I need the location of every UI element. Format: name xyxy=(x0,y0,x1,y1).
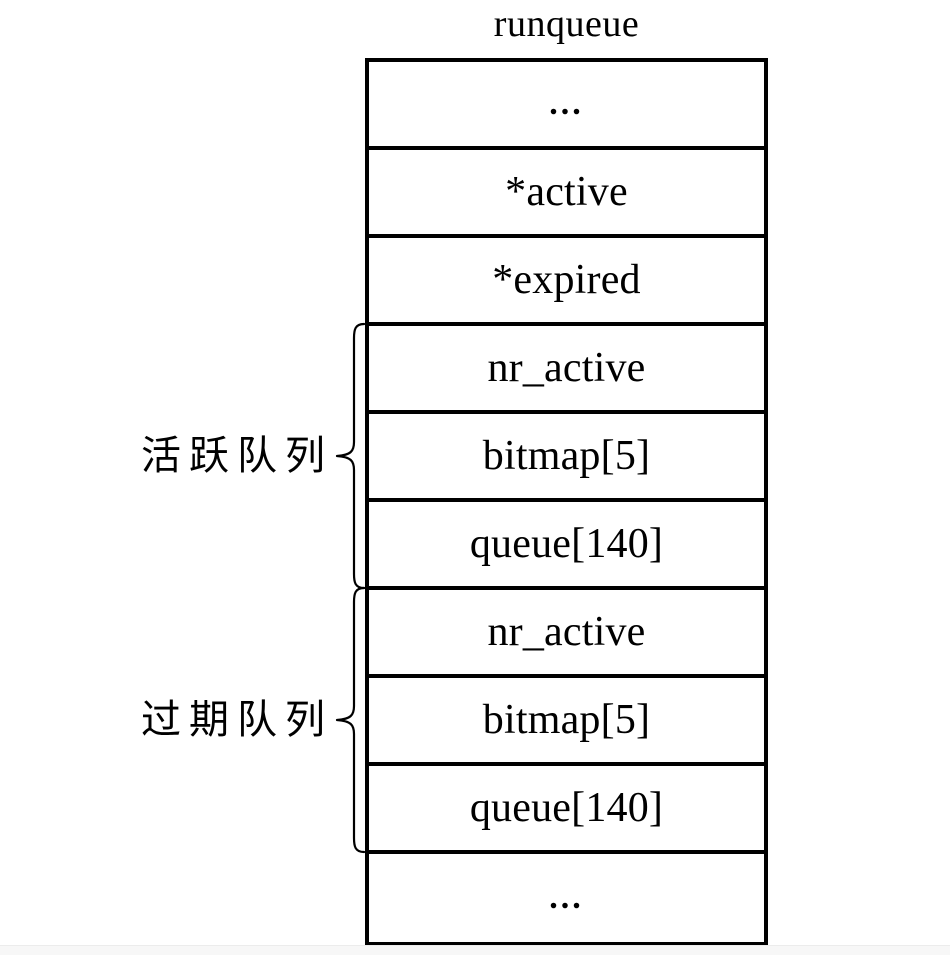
group-annotation-expired-queue: 过期队列 xyxy=(60,586,365,854)
field-label: nr_active xyxy=(487,609,646,655)
struct-row-expired-pointer: *expired xyxy=(369,238,764,326)
field-label: nr_active xyxy=(487,345,646,391)
field-label: queue[140] xyxy=(469,521,664,567)
struct-title: runqueue xyxy=(493,3,640,45)
struct-row-expired-queue: queue[140] xyxy=(369,766,764,854)
field-label: *active xyxy=(505,169,628,215)
struct-row-expired-bitmap: bitmap[5] xyxy=(369,678,764,766)
group-label-expired-queue: 过期队列 xyxy=(141,697,333,742)
field-label: ... xyxy=(549,85,584,122)
runqueue-struct-table: ... *active *expired nr_active bitmap[5]… xyxy=(365,58,768,946)
struct-row-active-bitmap: bitmap[5] xyxy=(369,414,764,502)
field-label: bitmap[5] xyxy=(482,697,651,743)
struct-row: ... xyxy=(369,854,764,942)
field-label: *expired xyxy=(492,257,641,303)
struct-row-active-nr-active: nr_active xyxy=(369,326,764,414)
field-label: ... xyxy=(549,879,584,916)
field-label: bitmap[5] xyxy=(482,433,651,479)
group-annotation-active-queue: 活跃队列 xyxy=(60,322,365,590)
struct-row-expired-nr-active: nr_active xyxy=(369,590,764,678)
page-bottom-band xyxy=(0,945,950,955)
struct-row: ... xyxy=(369,62,764,150)
field-label: queue[140] xyxy=(469,785,664,831)
struct-row-active-queue: queue[140] xyxy=(369,502,764,590)
curly-brace-icon xyxy=(335,586,365,854)
curly-brace-icon xyxy=(335,322,365,590)
struct-row-active-pointer: *active xyxy=(369,150,764,238)
group-label-active-queue: 活跃队列 xyxy=(141,433,333,478)
